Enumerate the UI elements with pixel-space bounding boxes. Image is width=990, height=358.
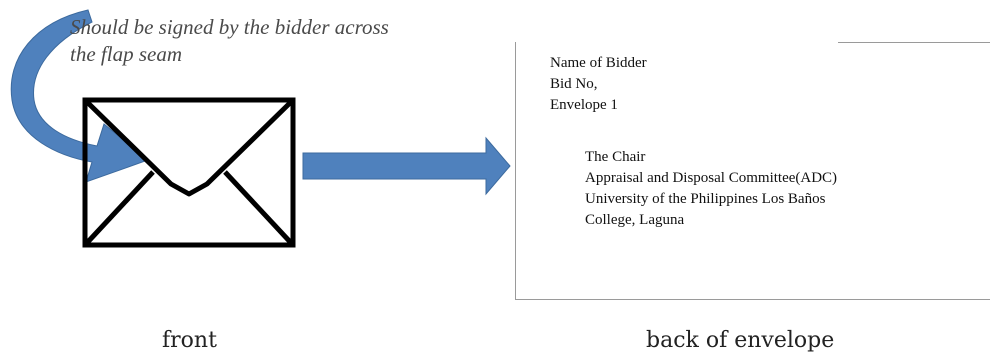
envelope-back-card <box>515 42 990 300</box>
right-arrow-icon <box>302 136 511 196</box>
curved-arrow-icon <box>10 9 150 183</box>
envelope-icon <box>82 97 296 248</box>
signing-note: Should be signed by the bidder across th… <box>70 14 460 68</box>
recipient-line: Appraisal and Disposal Committee(ADC) <box>585 170 838 186</box>
recipient-line: College, Laguna <box>585 212 685 228</box>
caption-back: back of envelope <box>646 328 835 353</box>
recipient-block: The Chair Appraisal and Disposal Committ… <box>585 147 837 231</box>
caption-front: front <box>162 328 217 353</box>
signing-note-line-2: the flap seam <box>70 42 182 66</box>
envelope-back-top-edge <box>838 42 990 43</box>
signing-note-line-1: Should be signed by the bidder across <box>70 15 389 39</box>
recipient-line: The Chair <box>585 149 646 165</box>
sender-name: Name of Bidder <box>550 55 647 71</box>
sender-envelope-no: Envelope 1 <box>550 97 618 113</box>
sender-bid-no: Bid No, <box>550 76 598 92</box>
sender-block: Name of Bidder Bid No, Envelope 1 <box>550 53 647 116</box>
recipient-line: University of the Philippines Los Baños <box>585 191 826 207</box>
